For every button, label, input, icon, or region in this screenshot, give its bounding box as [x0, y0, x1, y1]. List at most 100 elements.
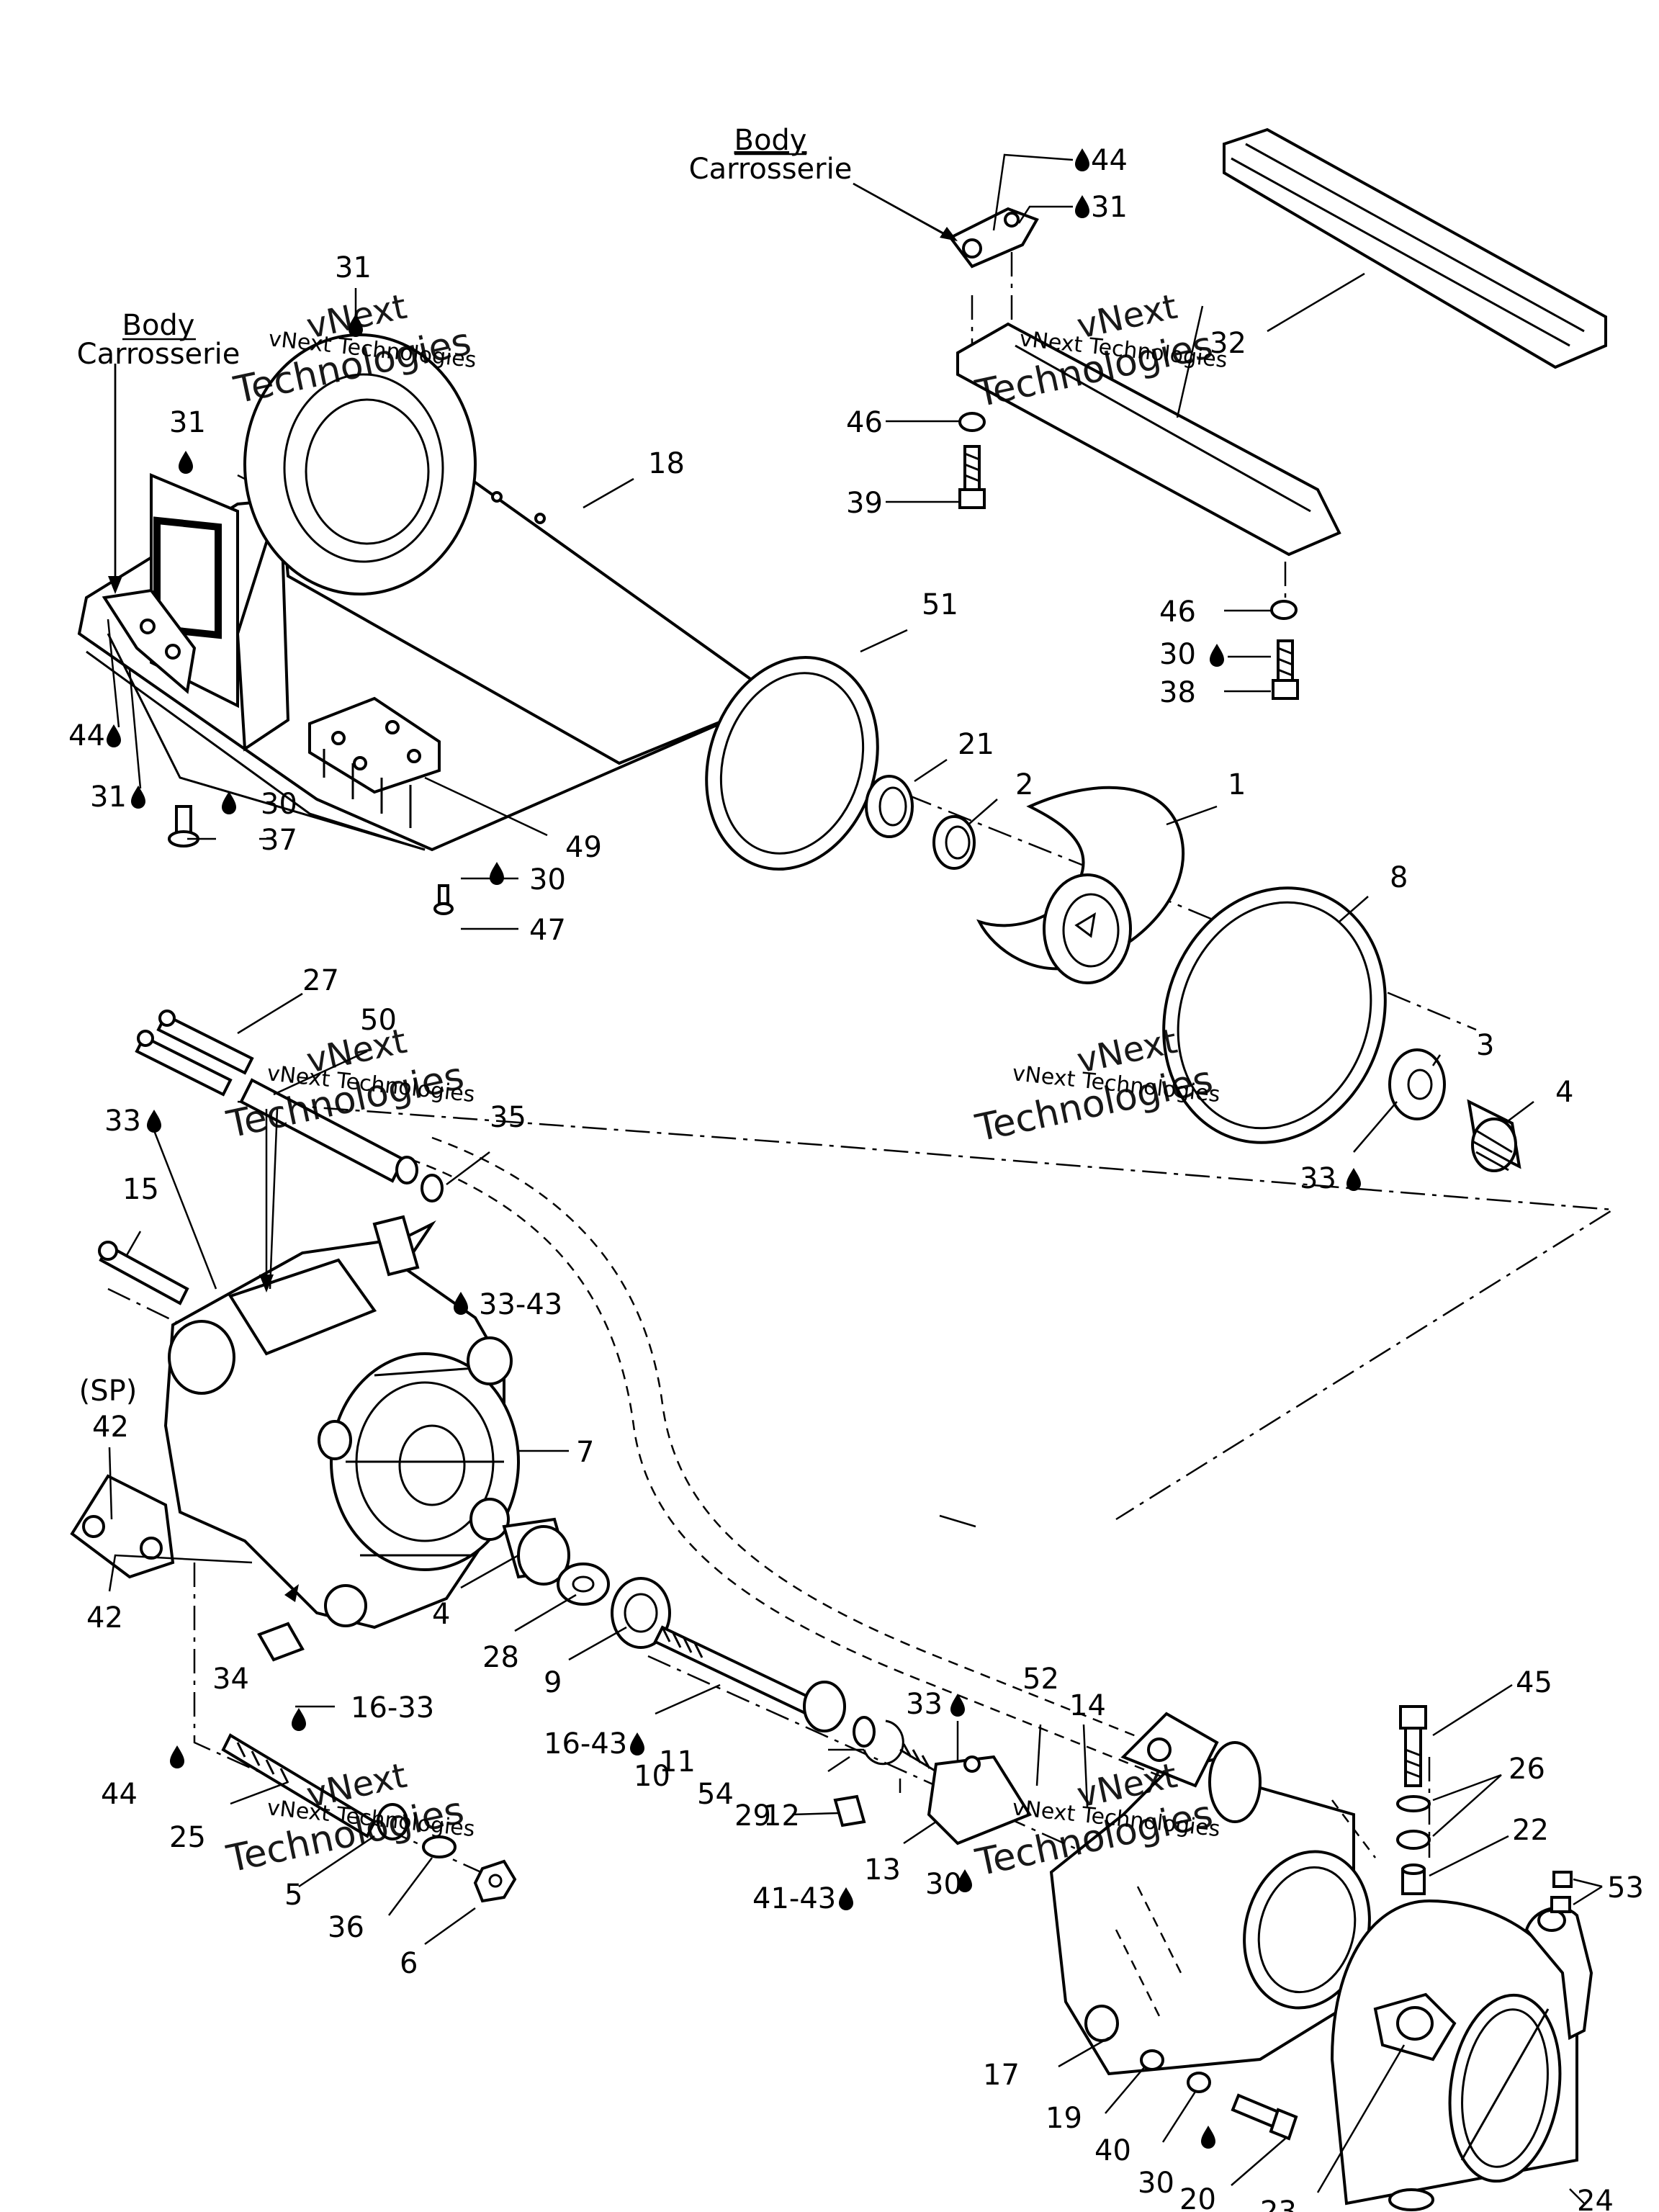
- venturi-17: [1049, 1712, 1376, 2076]
- ride-plate-18: [77, 333, 781, 852]
- pump-housing-7: [70, 1215, 520, 1629]
- callout-36: 36: [328, 1911, 364, 1944]
- arrows: [108, 182, 958, 1602]
- callout-27: 27: [302, 964, 339, 997]
- bolt-20: [1231, 2093, 1298, 2141]
- nut-6: [473, 1859, 517, 1903]
- callout-45: 45: [1516, 1666, 1552, 1699]
- callout-7: 7: [576, 1436, 594, 1469]
- callout-19: 19: [1046, 2102, 1082, 2135]
- callout-31-left: 31: [169, 406, 206, 439]
- bolt-15: [98, 1241, 189, 1305]
- carrosserie-label-top: Carrosserie: [689, 153, 853, 186]
- sp-label: (SP): [79, 1375, 138, 1408]
- sleeve-2: [932, 815, 976, 870]
- drop-icon: [1075, 148, 1089, 171]
- callout-42-top: 42: [92, 1411, 129, 1444]
- drop-icon: [1210, 644, 1224, 667]
- callout-33-mid: 33: [906, 1688, 943, 1721]
- callout-16-33: 16-33: [351, 1691, 434, 1725]
- callout-37: 37: [261, 824, 297, 857]
- body-labels: Body Carrosserie Body Carrosserie (SP): [77, 124, 853, 1408]
- callout-25: 25: [169, 1821, 206, 1854]
- studs-27: [135, 1010, 254, 1097]
- stud-25: [221, 1733, 377, 1838]
- callout-23: 23: [1260, 2195, 1297, 2212]
- callout-49: 49: [565, 831, 602, 864]
- callout-33-right: 33: [1300, 1162, 1336, 1195]
- bolt-45: [1399, 1705, 1427, 1787]
- bushings-53: [1550, 1871, 1573, 1913]
- callout-15: 15: [122, 1173, 159, 1206]
- callout-38: 38: [1159, 676, 1196, 709]
- callout-29: 29: [734, 1799, 771, 1833]
- drop-icon: [1201, 2126, 1215, 2149]
- circlip-11: [853, 1716, 904, 1766]
- seal-9: [611, 1577, 671, 1649]
- callout-42-bottom: 42: [86, 1601, 123, 1635]
- bolt-39: [958, 445, 986, 509]
- callout-40: 40: [1094, 2134, 1131, 2167]
- callout-31-top: 31: [1091, 191, 1128, 224]
- bearing-21: [865, 775, 914, 838]
- callout-4-top: 4: [1555, 1076, 1573, 1109]
- drop-icon: [170, 1745, 184, 1768]
- plug-12: [833, 1794, 866, 1827]
- callout-50: 50: [360, 1004, 397, 1037]
- drop-icon: [454, 1292, 468, 1315]
- spring-29: [899, 1743, 937, 1773]
- sleeve-22: [1401, 1863, 1426, 1895]
- washer-5: [377, 1803, 408, 1840]
- washer-46-right: [1270, 600, 1298, 620]
- drop-icon: [1346, 1168, 1361, 1191]
- screw-47: [433, 884, 454, 915]
- callout-21: 21: [958, 728, 994, 761]
- callout-35: 35: [490, 1101, 526, 1134]
- leader-lines: [107, 153, 1603, 2204]
- callout-41-43: 41-43: [752, 1882, 836, 1915]
- callouts: 44 31 32 46 39 46 30 38 31 31 18 51 44 3…: [68, 144, 1644, 2212]
- callout-53: 53: [1607, 1871, 1644, 1905]
- washer-19: [1140, 2049, 1164, 2071]
- drop-icon: [107, 724, 121, 747]
- callout-10: 10: [634, 1760, 670, 1793]
- nozzle-23: [1330, 1899, 1578, 2211]
- washer-28: [557, 1563, 610, 1606]
- callout-47: 47: [529, 914, 566, 947]
- callout-31-bottom-left: 31: [90, 781, 127, 814]
- callout-13: 13: [864, 1853, 901, 1887]
- shaft-10: [653, 1625, 846, 1732]
- drop-icon: [292, 1708, 306, 1731]
- callout-4-lower: 4: [432, 1598, 450, 1631]
- callout-2: 2: [1015, 768, 1033, 801]
- callout-51: 51: [922, 588, 958, 621]
- drop-icon: [490, 862, 504, 885]
- bearing-4-lower: [502, 1517, 571, 1586]
- callout-30-bottom: 30: [1138, 2167, 1174, 2200]
- callout-44-top: 44: [1091, 144, 1128, 177]
- drop-icon: [222, 791, 236, 814]
- callout-8: 8: [1390, 861, 1408, 894]
- body-label-top: Body: [734, 124, 807, 157]
- seal-3: [1388, 1048, 1446, 1120]
- callout-12: 12: [763, 1799, 800, 1833]
- washers-26: [1396, 1795, 1431, 1850]
- washer-40: [1187, 2072, 1211, 2093]
- callout-46-right: 46: [1159, 595, 1196, 629]
- callout-44-left: 44: [68, 719, 105, 752]
- callout-3: 3: [1476, 1029, 1494, 1062]
- drop-icon: [630, 1732, 644, 1755]
- callout-39: 39: [846, 487, 883, 520]
- washer-36: [422, 1835, 457, 1858]
- callout-31-top-left: 31: [335, 251, 372, 284]
- callout-18: 18: [648, 447, 685, 480]
- callout-20: 20: [1179, 2183, 1216, 2212]
- callout-1: 1: [1228, 768, 1246, 801]
- callout-14: 14: [1069, 1689, 1106, 1722]
- bearing-4-top: [1467, 1099, 1521, 1172]
- callout-54: 54: [697, 1778, 734, 1811]
- callout-30-left: 30: [261, 788, 297, 821]
- callout-34: 34: [212, 1663, 249, 1696]
- callout-30-mid: 30: [529, 863, 566, 896]
